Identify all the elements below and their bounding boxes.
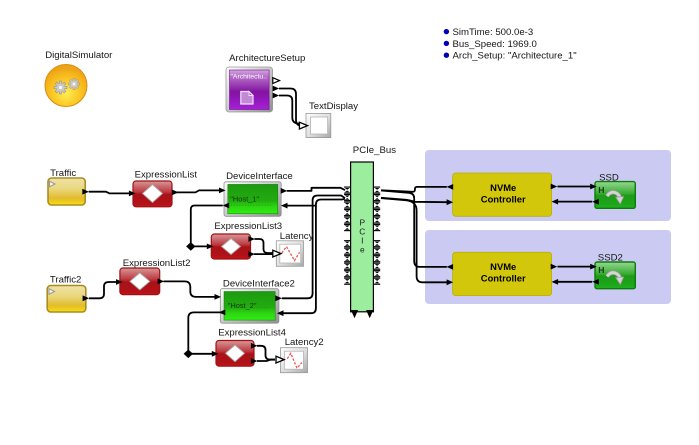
svg-text:I: I: [361, 235, 363, 245]
svg-text:PCIe_Bus: PCIe_Bus: [353, 145, 396, 156]
svg-text:Arch_Setup: "Architecture_1": Arch_Setup: "Architecture_1": [453, 51, 577, 62]
svg-text:NVMe: NVMe: [490, 261, 516, 272]
svg-text:Latency: Latency: [280, 231, 314, 242]
svg-text:ExpressionList3: ExpressionList3: [214, 221, 282, 232]
svg-text:"Host_1": "Host_1": [230, 194, 259, 203]
svg-text:C: C: [359, 227, 365, 237]
svg-text:Controller: Controller: [481, 193, 526, 204]
svg-text:TextDisplay: TextDisplay: [309, 101, 358, 112]
svg-text:DigitalSimulator: DigitalSimulator: [45, 50, 113, 61]
svg-text:NVMe: NVMe: [490, 182, 516, 193]
svg-text:"Architectu..: "Architectu..: [231, 74, 268, 81]
svg-text:DeviceInterface2: DeviceInterface2: [223, 278, 295, 289]
svg-text:Traffic2: Traffic2: [50, 274, 81, 285]
svg-text:e: e: [360, 245, 365, 255]
svg-text:Bus_Speed: 1969.0: Bus_Speed: 1969.0: [453, 39, 537, 50]
svg-text:P: P: [360, 217, 366, 227]
svg-text:Traffic: Traffic: [50, 168, 76, 179]
svg-text:ExpressionList: ExpressionList: [135, 169, 198, 180]
svg-text:ExpressionList4: ExpressionList4: [218, 328, 286, 339]
svg-text:Latency2: Latency2: [285, 337, 324, 348]
svg-text:"Host_2": "Host_2": [228, 301, 257, 310]
svg-text:H: H: [598, 265, 604, 275]
svg-text:ArchitectureSetup: ArchitectureSetup: [229, 53, 305, 64]
svg-text:H: H: [598, 185, 604, 195]
svg-text:DeviceInterface: DeviceInterface: [226, 171, 293, 182]
svg-text:ExpressionList2: ExpressionList2: [123, 258, 191, 269]
svg-text:SSD: SSD: [599, 172, 619, 183]
svg-text:SSD2: SSD2: [598, 252, 623, 263]
svg-text:SimTime: 500.0e-3: SimTime: 500.0e-3: [453, 27, 534, 38]
svg-text:Controller: Controller: [481, 273, 526, 284]
